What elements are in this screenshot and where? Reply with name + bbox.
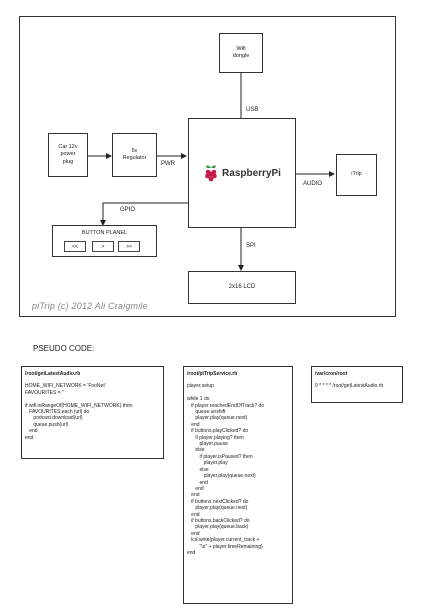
lcd-box: 2x16 LCD: [188, 271, 296, 304]
play-button[interactable]: >: [92, 241, 114, 252]
code-body: player.setup while 1 do if player.reache…: [187, 383, 265, 556]
spi-label: SPI: [246, 243, 256, 249]
pwr-label: PWR: [161, 161, 175, 167]
code-box-pitrip-service: /root/piTripService.rb player.setup whil…: [183, 366, 293, 604]
code-title: /var/cron/root: [315, 371, 348, 377]
code-body: HOME_WIFI_NETWORK = 'FooNet' FAVOURITES …: [25, 383, 133, 441]
usb-label: USB: [246, 107, 259, 113]
wifi-dongle-box: Wifi dongle: [219, 33, 263, 73]
itrip-box: iTrip: [336, 154, 377, 196]
next-button[interactable]: >>: [118, 241, 140, 252]
audio-label: AUDIO: [303, 181, 323, 187]
raspberry-pi-label: RaspberryPi: [222, 167, 281, 179]
back-button[interactable]: <<: [64, 241, 86, 252]
code-box-get-latest-audio: /root/getLatestAudio.rb HOME_WIFI_NETWOR…: [21, 366, 164, 459]
credit-text: piTrip (c) 2012 Ali Craigmile: [32, 301, 148, 311]
pseudo-code-heading: PSEUDO CODE:: [33, 344, 95, 353]
code-box-cron: /var/cron/root 0 * * * * /root/getLatest…: [311, 366, 403, 403]
regulator-box: 5v Regulator: [112, 133, 157, 177]
gpio-line: [100, 202, 188, 226]
code-title: /root/piTripService.rb: [187, 371, 238, 377]
code-title: /root/getLatestAudio.rb: [25, 371, 81, 377]
code-body: 0 * * * * /root/getLatestAudio.rb: [315, 383, 384, 390]
diagram-frame: [19, 16, 396, 317]
gpio-label: GPIO: [120, 207, 136, 213]
raspberry-pi-box: RaspberryPi: [188, 118, 296, 228]
car-power-box: Car 12v power plug: [48, 133, 88, 177]
raspberry-icon: [205, 165, 217, 182]
